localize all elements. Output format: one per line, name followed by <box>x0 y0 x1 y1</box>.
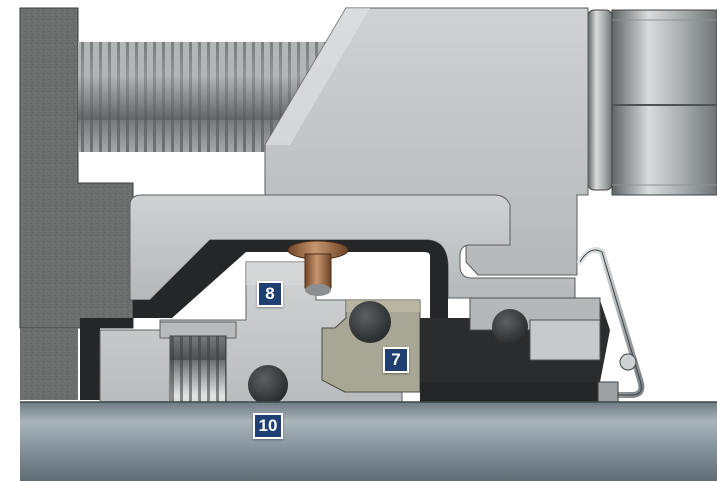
callout-10: 10 <box>253 413 283 439</box>
shaft <box>20 401 717 481</box>
o-ring-stationary <box>349 301 391 343</box>
gasket <box>80 240 448 400</box>
o-rings <box>248 301 528 405</box>
spring-clip <box>577 247 645 403</box>
o-ring-secondary <box>492 309 528 345</box>
drive-pin <box>287 240 349 296</box>
hex-nut <box>587 9 717 196</box>
pump-housing <box>19 7 134 400</box>
callout-8: 8 <box>257 281 283 307</box>
set-screw <box>159 321 237 403</box>
callout-7: 7 <box>383 347 409 373</box>
o-ring-sleeve <box>248 365 288 405</box>
